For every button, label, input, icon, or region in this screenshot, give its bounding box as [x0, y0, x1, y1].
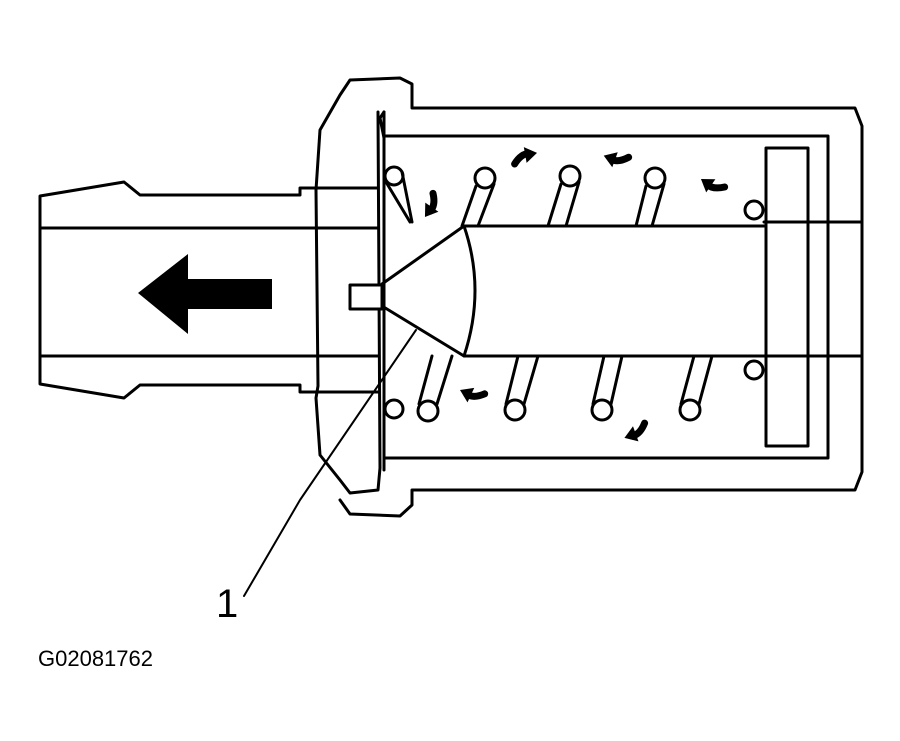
- callout-1-label: 1: [216, 582, 239, 626]
- callout-1-leader: [243, 329, 417, 597]
- hose-barb: [38, 180, 380, 400]
- figure-id: G02081762: [38, 646, 153, 671]
- airflow-arrow-icon: [138, 254, 272, 334]
- plunger-cone: [380, 224, 466, 358]
- plunger-tip: [348, 283, 384, 311]
- housing-cavity: [382, 134, 830, 460]
- spring-seat: [764, 146, 810, 448]
- valve-plunger: [462, 224, 768, 358]
- body-flange: [314, 76, 864, 518]
- circulation-arrow-icon: [418, 145, 725, 445]
